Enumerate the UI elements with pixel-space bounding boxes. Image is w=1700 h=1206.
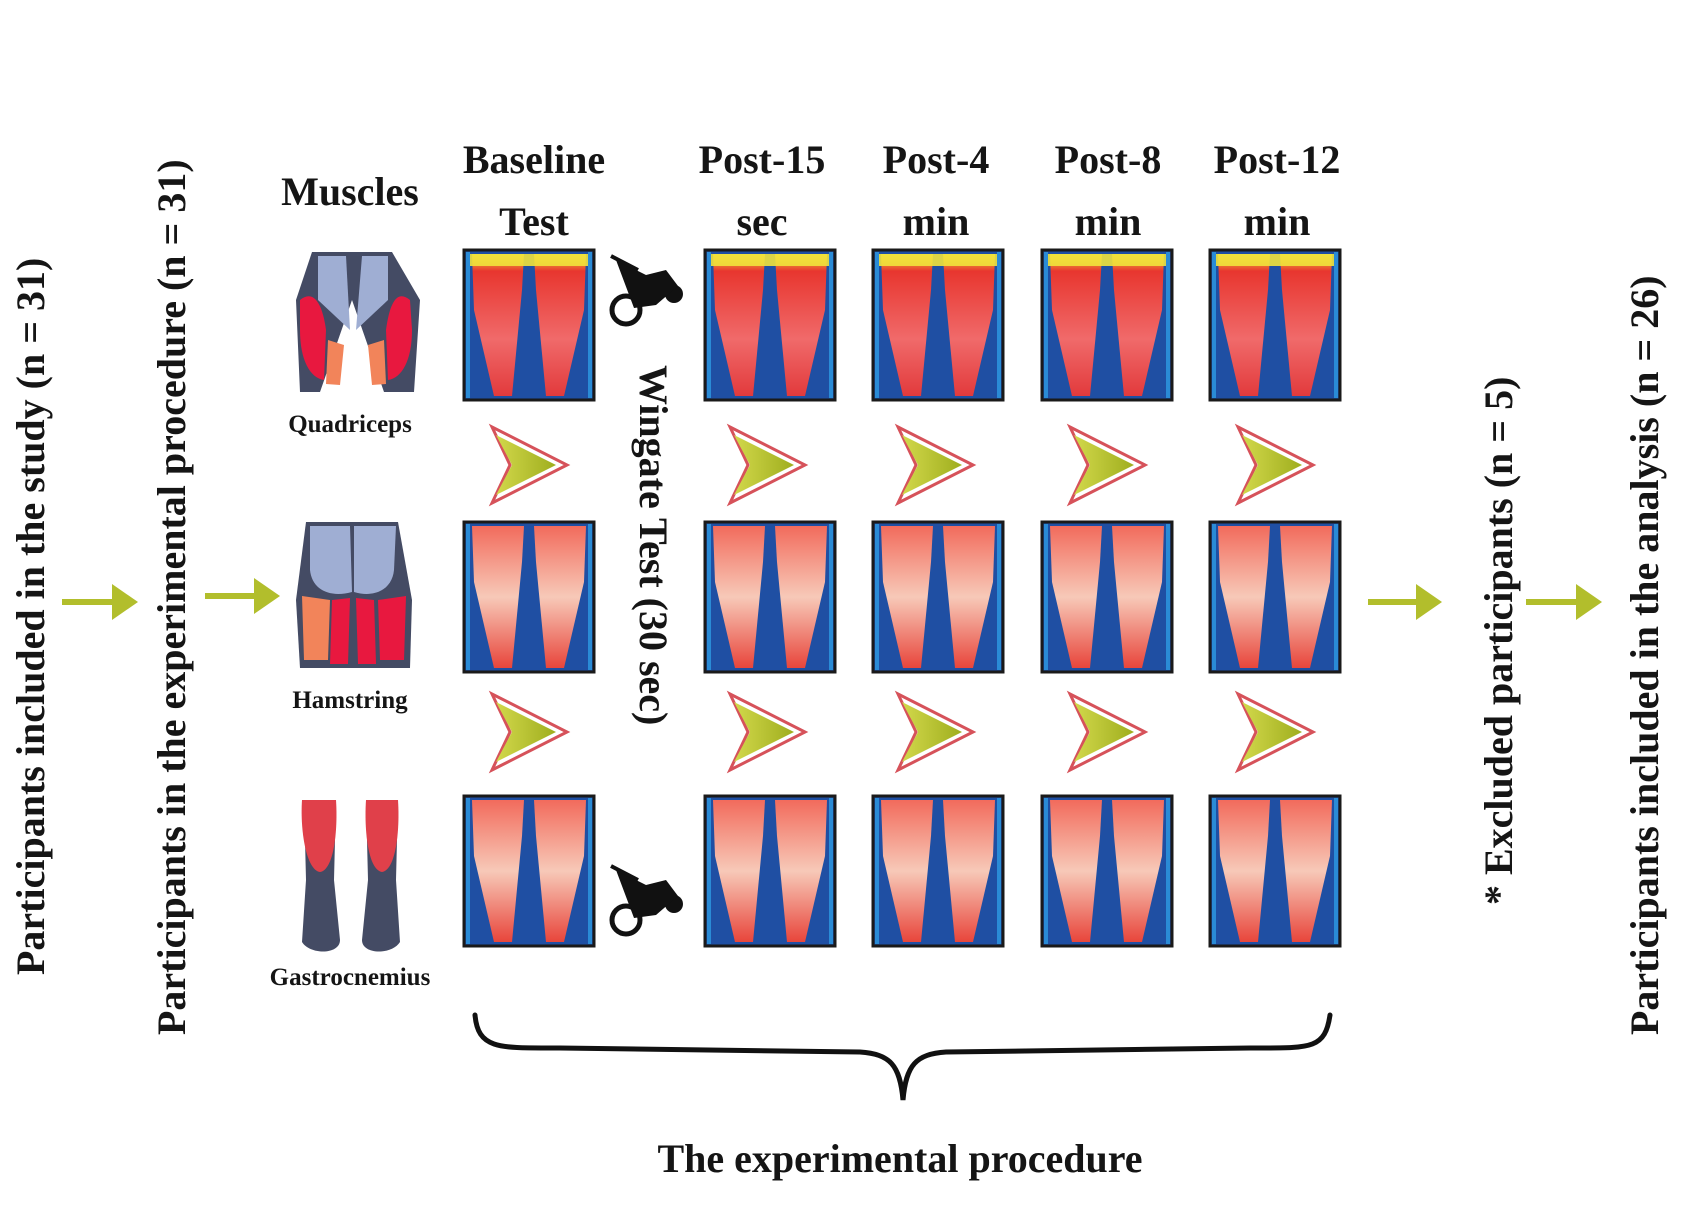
thermal-image [462,794,596,948]
hamstring-illustration [296,522,412,668]
participants-included-study-label: Participants included in the study (n = … [8,258,53,975]
flow-arrow [205,578,280,614]
flow-arrows [62,578,1602,620]
column-header-line1: Post-15 [699,137,826,182]
gastrocnemius-illustration [301,800,400,952]
flow-arrow [1526,584,1602,620]
chevron-arrow [1066,690,1149,774]
thermal-image [462,248,596,402]
chevron-arrow [488,423,571,507]
column-header-line1: Post-4 [883,137,990,182]
thermal-image [1208,794,1342,948]
column-header-line1: Post-8 [1055,137,1162,182]
thermal-image-grid [462,248,1342,948]
column-header-line1: Post-12 [1214,137,1341,182]
thermal-image [1040,794,1174,948]
thermal-image [462,520,596,674]
column-header-line2: min [1075,199,1142,244]
experimental-procedure-caption: The experimental procedure [657,1136,1142,1181]
chevron-arrow [1066,423,1149,507]
gastrocnemius-label: Gastrocnemius [270,964,431,991]
wingate-test-label: Wingate Test (30 sec) [631,365,676,725]
procedure-brace [472,1012,1333,1101]
flow-arrow [62,584,138,620]
column-header-line1: Baseline [463,137,605,182]
quadriceps-illustration [296,252,420,392]
column-header-line2: min [903,199,970,244]
quadriceps-label: Quadriceps [288,411,412,438]
chevron-arrow [1234,690,1317,774]
thermal-image [1208,520,1342,674]
chevron-arrow [894,423,977,507]
thermal-image [871,520,1005,674]
thermal-image [703,794,837,948]
chevron-arrow [1234,423,1317,507]
thermal-image [1208,248,1342,402]
thermal-image [871,248,1005,402]
cyclist-icons [609,254,683,937]
chevron-arrow [894,690,977,774]
chevron-arrow [488,690,571,774]
row-chevrons [488,423,1317,774]
flow-arrow [1368,584,1442,620]
cyclist-icon [609,254,683,327]
thermal-image [871,794,1005,948]
thermal-image [703,520,837,674]
excluded-participants-label: * Excluded participants (n = 5) [1476,377,1521,905]
cyclist-icon [609,864,683,937]
participants-in-procedure-label: Participants in the experimental procedu… [149,159,194,1035]
column-header-line2: min [1244,199,1311,244]
participants-included-analysis-label: Participants included in the analysis (n… [1622,275,1667,1035]
column-header-line2: sec [736,199,787,244]
chevron-arrow [726,423,809,507]
muscles-header: Muscles [281,169,419,214]
column-header-line2: Test [499,199,569,244]
thermal-image [1040,248,1174,402]
chevron-arrow [726,690,809,774]
thermal-image [703,248,837,402]
thermal-image [1040,520,1174,674]
hamstring-label: Hamstring [292,687,408,714]
